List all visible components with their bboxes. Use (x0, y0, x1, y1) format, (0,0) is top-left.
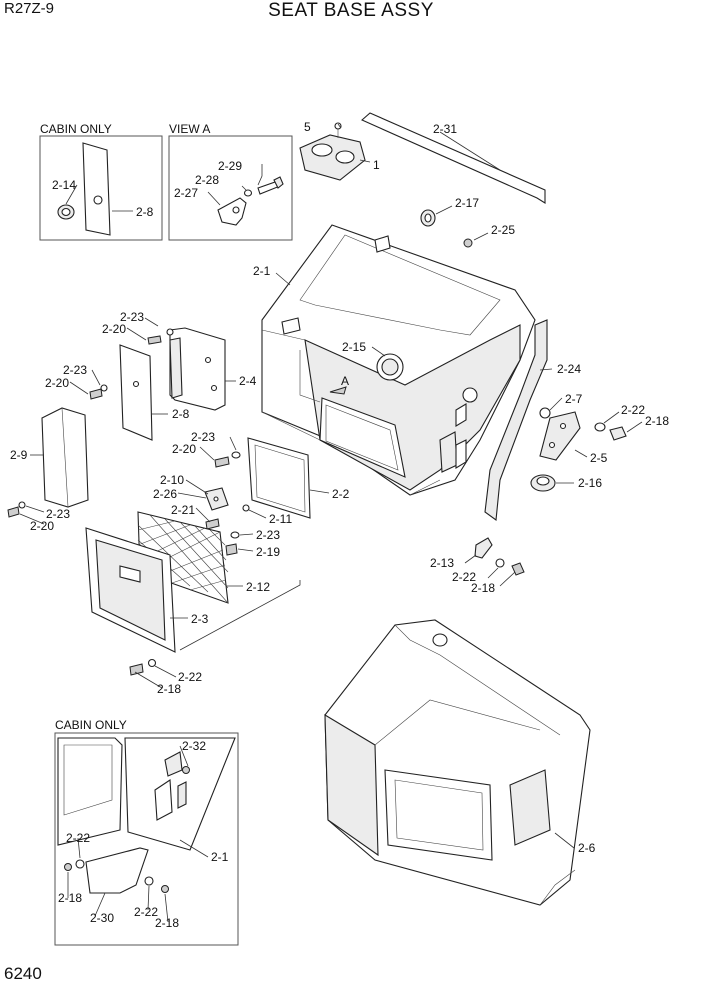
callout-2-26: 2-26 (153, 487, 177, 501)
callout-2-15: 2-15 (342, 340, 366, 354)
cover-plate-2-2 (247, 437, 311, 519)
callout-2-27: 2-27 (174, 186, 198, 200)
view-a-arrow (329, 386, 347, 395)
callout-2-23-a: 2-23 (120, 310, 144, 324)
callout-2-22-right: 2-22 (621, 403, 645, 417)
callout-2-19: 2-19 (256, 545, 280, 559)
callout-2-28: 2-28 (195, 173, 219, 187)
callout-2-17: 2-17 (455, 196, 479, 210)
storage-door-2-3 (85, 527, 176, 653)
inset-label-view-a: VIEW A (169, 122, 210, 136)
callout-2-14: 2-14 (52, 178, 76, 192)
seal-strip (484, 319, 548, 522)
view-a-marker: A (341, 374, 349, 388)
callout-2-2: 2-2 (332, 487, 350, 501)
callout-2-18-right: 2-18 (645, 414, 669, 428)
callout-2-20-a: 2-20 (102, 322, 126, 336)
callout-2-18-bl: 2-18 (157, 682, 181, 696)
grommet-2-17 (420, 209, 436, 227)
callout-2-30: 2-30 (90, 911, 114, 925)
callout-2-24: 2-24 (557, 362, 581, 376)
callout-2-32: 2-32 (182, 739, 206, 753)
bracket-2-5 (539, 407, 581, 461)
callout-2-31: 2-31 (433, 122, 457, 136)
inset-cabin-only-top: CABIN ONLY (39, 122, 163, 241)
nut-2-25 (463, 238, 473, 248)
callout-2-20-d: 2-20 (172, 442, 196, 456)
latch-2-10 (204, 487, 229, 511)
callout-2-6: 2-6 (578, 841, 596, 855)
callout-2-20-c: 2-20 (30, 519, 54, 533)
leader-lines (19, 123, 643, 923)
callout-2-8-top: 2-8 (136, 205, 154, 219)
callout-2-8: 2-8 (172, 407, 190, 421)
callout-2-3: 2-3 (191, 612, 209, 626)
callout-2-20-b: 2-20 (45, 376, 69, 390)
bottom-cover-2-6 (324, 619, 591, 906)
callout-2-22-inset-b: 2-22 (134, 905, 158, 919)
callout-2-11: 2-11 (269, 512, 292, 526)
cup-holder (299, 122, 366, 181)
inset-label-cabin-only-top: CABIN ONLY (40, 122, 112, 136)
callout-2-23-d: 2-23 (191, 430, 215, 444)
callout-2-5: 2-5 (590, 451, 608, 465)
panel-2-9 (41, 407, 89, 508)
callout-2-25: 2-25 (491, 223, 515, 237)
callout-2-18-inset-b: 2-18 (155, 916, 179, 930)
callout-1: 1 (373, 158, 380, 172)
callout-2-1: 2-1 (253, 264, 271, 278)
callout-2-13: 2-13 (430, 556, 454, 570)
callout-2-18-inset-a: 2-18 (58, 891, 82, 905)
callout-2-18-rb: 2-18 (471, 581, 495, 595)
callout-2-21: 2-21 (171, 503, 195, 517)
cover-strip (360, 112, 546, 204)
inset-view-a: VIEW A (168, 122, 293, 241)
callout-2-22-rb: 2-22 (452, 570, 476, 584)
callout-2-23-b: 2-23 (63, 363, 87, 377)
callout-2-9: 2-9 (10, 448, 28, 462)
callouts: 5 1 2-31 2-17 2-25 2-1 2-24 2-15 2-7 2-2… (10, 120, 669, 930)
bracket-2-13 (474, 537, 525, 576)
page-number: 6240 (4, 964, 42, 983)
callout-2-22-bl: 2-22 (178, 670, 202, 684)
callout-2-23-e: 2-23 (256, 528, 280, 542)
callout-2-22-inset-a: 2-22 (66, 831, 90, 845)
callout-2-4: 2-4 (239, 374, 257, 388)
seat-base-frame (261, 224, 536, 496)
inset-label-cabin-only-bottom: CABIN ONLY (55, 718, 127, 732)
callout-5: 5 (304, 120, 311, 134)
callout-2-16: 2-16 (578, 476, 602, 490)
model-number: R27Z-9 (4, 0, 55, 17)
callout-2-1-inset: 2-1 (211, 850, 229, 864)
page-title: SEAT BASE ASSY (268, 0, 434, 21)
bracket-2-4 (169, 327, 226, 411)
callout-2-10: 2-10 (160, 473, 184, 487)
callout-2-23-c: 2-23 (46, 507, 70, 521)
plate-2-8 (119, 344, 153, 441)
grommet-2-16 (530, 474, 556, 492)
inset-cabin-only-bottom: CABIN ONLY (54, 718, 239, 946)
callout-2-7: 2-7 (565, 392, 583, 406)
callout-2-29: 2-29 (218, 159, 242, 173)
callout-2-12: 2-12 (246, 580, 270, 594)
